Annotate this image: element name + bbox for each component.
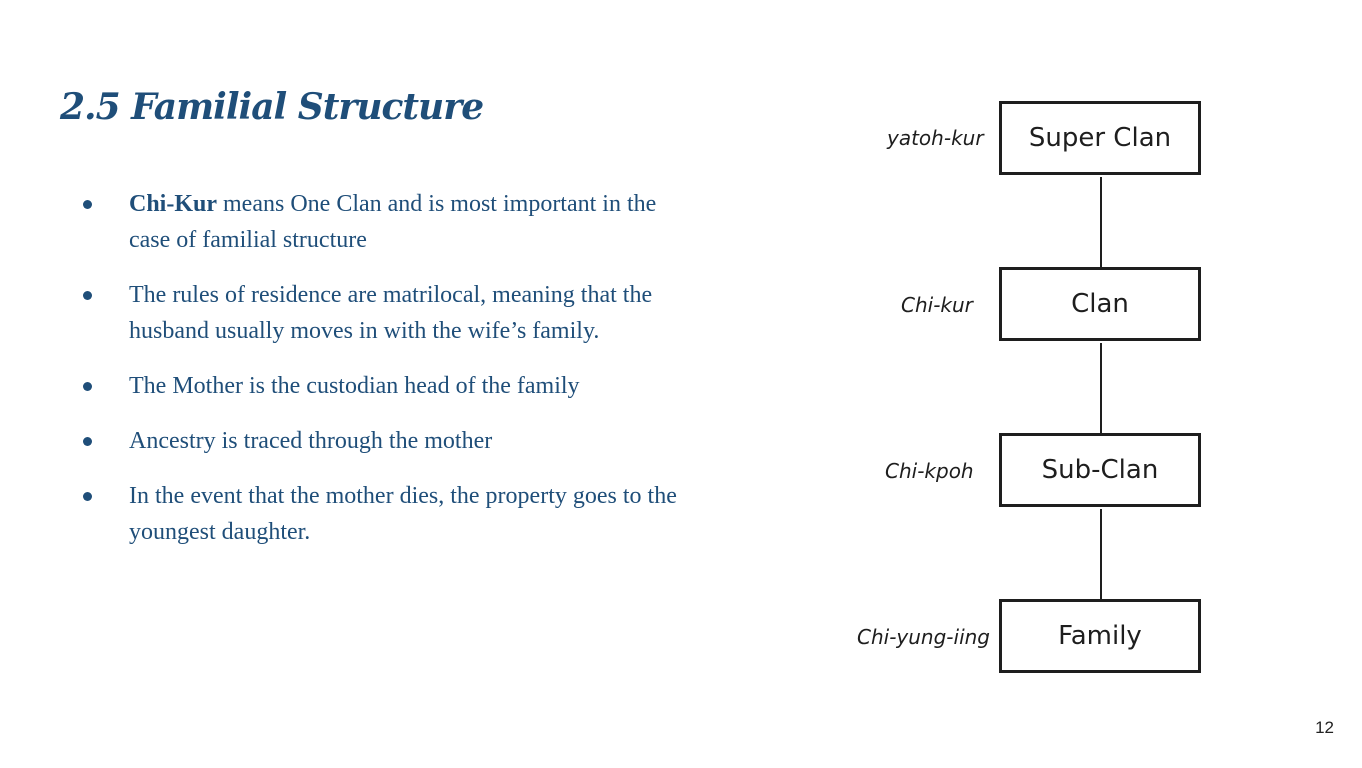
bullet-dot — [83, 382, 92, 391]
bullet-item: Ancestry is traced through the mother — [80, 423, 680, 459]
bullet-item: The rules of residence are matrilocal, m… — [80, 277, 680, 349]
bullet-text: Ancestry is traced through the mother — [129, 428, 493, 454]
slide-title: 2.5 Familial Structure — [60, 86, 484, 128]
bullet-dot — [83, 437, 92, 446]
bullet-text: The rules of residence are matrilocal, m… — [129, 282, 653, 344]
bullet-item: In the event that the mother dies, the p… — [80, 478, 680, 550]
bullet-text: means One Clan and is most important in … — [129, 191, 657, 253]
box-clan: Clan — [999, 267, 1201, 341]
bullet-item: Chi-Kur means One Clan and is most impor… — [80, 186, 680, 258]
box-sub-clan: Sub-Clan — [999, 433, 1201, 507]
bullet-list: Chi-Kur means One Clan and is most impor… — [80, 186, 680, 569]
bullet-bold-text: Chi-Kur — [129, 191, 218, 217]
bullet-item: The Mother is the custodian head of the … — [80, 368, 680, 404]
connector-line — [1100, 509, 1102, 601]
connector-line — [1100, 177, 1102, 269]
page-number: 12 — [1315, 718, 1334, 737]
box-family: Family — [999, 599, 1201, 673]
term-super-clan: yatoh-kur — [887, 126, 984, 150]
box-super-clan: Super Clan — [999, 101, 1201, 175]
bullet-dot — [83, 492, 92, 501]
bullet-text: In the event that the mother dies, the p… — [129, 483, 677, 545]
term-clan: Chi-kur — [901, 293, 973, 317]
connector-line — [1100, 343, 1102, 435]
bullet-dot — [83, 200, 92, 209]
bullet-dot — [83, 291, 92, 300]
term-family: Chi-yung-iing — [857, 625, 990, 649]
bullet-text: The Mother is the custodian head of the … — [129, 373, 580, 399]
term-sub-clan: Chi-kpoh — [885, 459, 974, 483]
